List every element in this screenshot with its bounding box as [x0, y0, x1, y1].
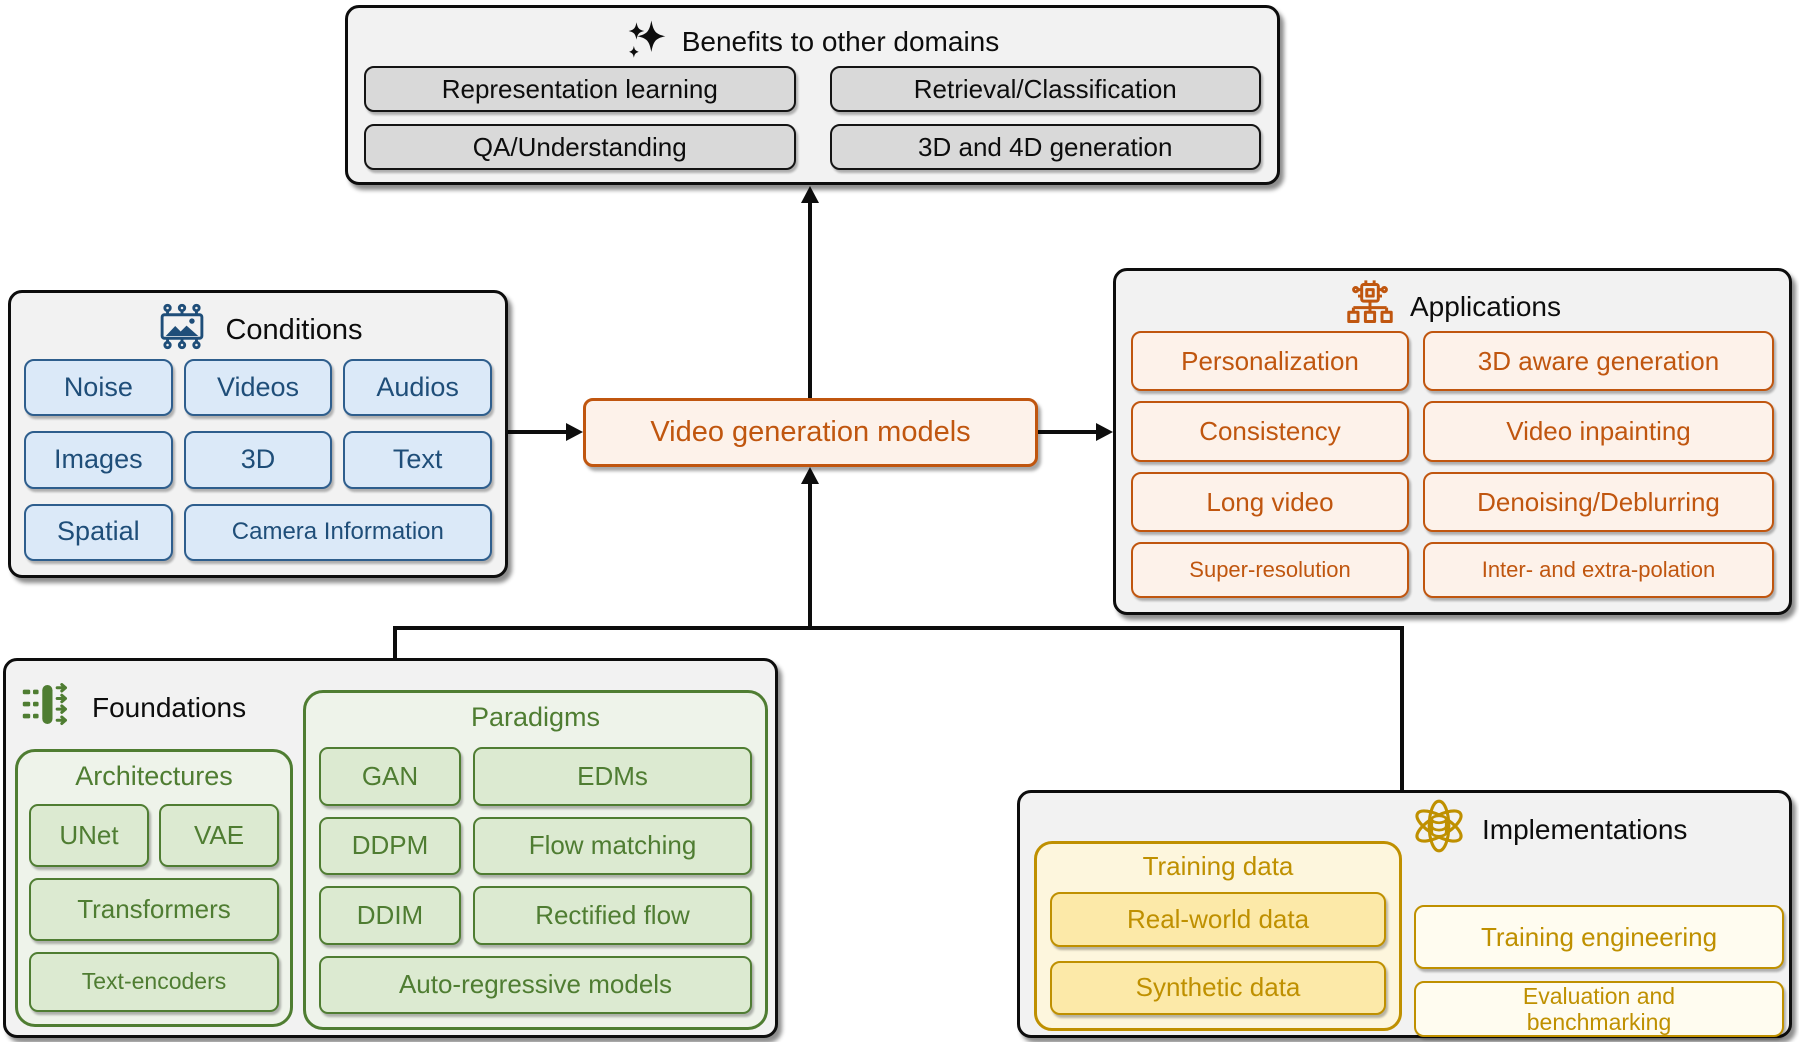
- foundations-header: Foundations: [20, 683, 246, 733]
- application-node: Video inpainting: [1423, 401, 1774, 462]
- training-data-title: Training data: [1142, 851, 1294, 881]
- paradigm-node: DDIM: [319, 886, 461, 945]
- applications-title: Applications: [1410, 290, 1561, 322]
- training-data-node: Real-world data: [1050, 892, 1386, 947]
- benefits-panel: Benefits to other domains Representation…: [345, 5, 1280, 185]
- connector-center-to-applications: [1038, 430, 1100, 434]
- training-data-grid: Real-world data Synthetic data: [1050, 892, 1386, 1015]
- training-engineering-node: Training engineering: [1414, 905, 1784, 969]
- arrowhead-bottom-to-center: [800, 467, 819, 484]
- paradigm-node: DDPM: [319, 816, 461, 875]
- condition-node: Spatial: [24, 503, 173, 561]
- architecture-node: Text-encoders: [29, 952, 279, 1012]
- paradigms-title: Paradigms: [470, 702, 601, 732]
- applications-grid: Personalization 3D aware generation Cons…: [1131, 331, 1774, 598]
- arrowhead-center-to-benefits: [800, 186, 819, 203]
- connector-to-foundations: [393, 626, 397, 662]
- connector-conditions-to-center: [508, 430, 570, 434]
- paradigms-grid: GAN EDMs DDPM Flow matching DDIM Rectifi…: [319, 747, 752, 1014]
- application-node: Personalization: [1131, 331, 1409, 392]
- application-node: 3D aware generation: [1423, 331, 1774, 392]
- implementations-title: Implementations: [1482, 813, 1688, 845]
- architecture-node: Transformers: [29, 878, 279, 942]
- benefit-node: Representation learning: [364, 66, 796, 112]
- paradigm-node: Flow matching: [473, 816, 752, 875]
- paradigms-box: Paradigms GAN EDMs DDPM Flow matching DD…: [303, 690, 768, 1030]
- architectures-box: Architectures UNet VAE Transformers Text…: [15, 749, 293, 1027]
- implementations-panel: Implementations Training data Real-world…: [1017, 790, 1792, 1038]
- evaluation-benchmarking-label: Evaluation and benchmarking: [1522, 982, 1676, 1035]
- architecture-node: UNet: [29, 804, 149, 868]
- condition-node: Text: [343, 431, 492, 489]
- evaluation-benchmarking-node: Evaluation and benchmarking: [1414, 981, 1784, 1037]
- paradigm-node: EDMs: [473, 747, 752, 806]
- conditions-header: Conditions: [11, 303, 505, 358]
- applications-panel: Applications Personalization 3D aware ge…: [1113, 268, 1792, 615]
- application-node: Long video: [1131, 471, 1409, 533]
- benefits-grid: Representation learning Retrieval/Classi…: [364, 66, 1261, 170]
- architectures-grid: UNet VAE Transformers Text-encoders: [29, 804, 279, 1012]
- condition-node: Audios: [343, 359, 492, 417]
- benefit-node: 3D and 4D generation: [829, 124, 1261, 170]
- architectures-title: Architectures: [75, 761, 233, 791]
- paradigm-node: Rectified flow: [473, 886, 752, 945]
- conditions-panel: Conditions Noise Videos Audios Images 3D…: [8, 290, 508, 578]
- connector-center-to-benefits: [808, 200, 812, 398]
- application-node: Denoising/Deblurring: [1423, 471, 1774, 533]
- condition-node: Camera Information: [183, 503, 492, 561]
- applications-header: Applications: [1116, 279, 1789, 334]
- training-data-node: Synthetic data: [1050, 960, 1386, 1015]
- benefits-title: Benefits to other domains: [681, 25, 1000, 57]
- implementations-header: Implementations: [1408, 795, 1687, 864]
- video-generation-models-node: Video generation models: [583, 398, 1038, 467]
- connector-bottom-horizontal: [393, 626, 1404, 630]
- architecture-node: VAE: [159, 804, 279, 868]
- conditions-title: Conditions: [225, 314, 363, 346]
- conditions-grid: Noise Videos Audios Images 3D Text Spati…: [24, 359, 492, 561]
- connector-bottom-to-center: [808, 482, 812, 629]
- paradigm-node: Auto-regressive models: [319, 955, 752, 1014]
- application-node: Super-resolution: [1131, 542, 1409, 598]
- flow-arrows-icon: [20, 683, 72, 733]
- condition-node: Images: [24, 431, 173, 489]
- application-node: Consistency: [1131, 401, 1409, 462]
- training-data-box: Training data Real-world data Synthetic …: [1034, 841, 1402, 1031]
- benefits-header: Benefits to other domains: [348, 17, 1277, 66]
- condition-node: Videos: [183, 359, 333, 417]
- benefit-node: Retrieval/Classification: [829, 66, 1261, 112]
- condition-node: Noise: [24, 359, 173, 417]
- connector-to-implementations: [1400, 626, 1404, 794]
- foundations-panel: Foundations Architectures UNet VAE Trans…: [3, 658, 778, 1038]
- condition-node: 3D: [183, 431, 333, 489]
- image-circuit-icon: [153, 303, 211, 358]
- atom-database-icon: [1408, 795, 1470, 864]
- paradigm-node: GAN: [319, 747, 461, 806]
- foundations-title: Foundations: [92, 692, 247, 723]
- application-node: Inter- and extra-polation: [1423, 542, 1774, 598]
- sparkle-icon: [626, 17, 668, 66]
- benefit-node: QA/Understanding: [364, 124, 796, 170]
- chip-network-icon: [1344, 279, 1396, 334]
- arrowhead-conditions-to-center: [566, 423, 583, 441]
- arrowhead-center-to-applications: [1096, 423, 1113, 441]
